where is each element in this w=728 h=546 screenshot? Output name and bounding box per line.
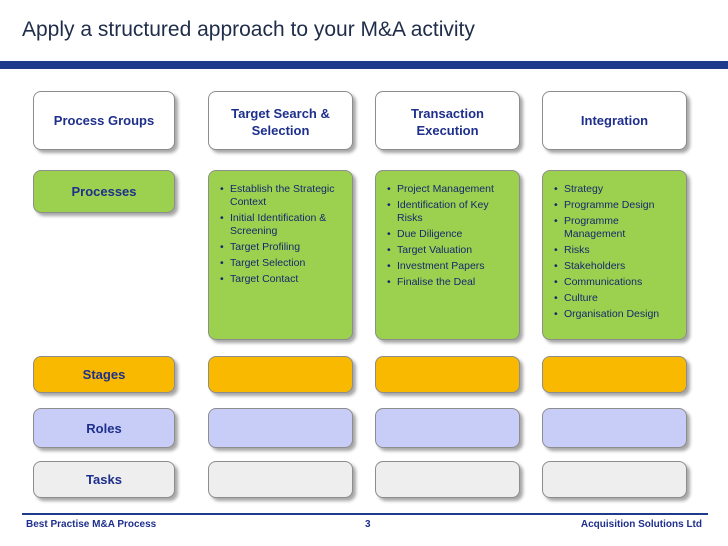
column-header-transaction-execution: Transaction Execution [375, 91, 520, 150]
row-label-tasks: Tasks [33, 461, 175, 498]
list-item: Finalise the Deal [382, 276, 513, 289]
list-item: Due Diligence [382, 228, 513, 241]
roles-cell-target-search [208, 408, 353, 448]
processes-target-search: Establish the Strategic Context Initial … [208, 170, 353, 340]
list-item: Risks [549, 244, 680, 257]
stages-cell-transaction-execution [375, 356, 520, 393]
row-label-stages-text: Stages [82, 367, 126, 382]
list-item: Strategy [549, 183, 680, 196]
stages-cell-target-search [208, 356, 353, 393]
column-header-target-search-text: Target Search & Selection [231, 106, 330, 138]
list-item: Establish the Strategic Context [215, 183, 346, 209]
row-label-roles: Roles [33, 408, 175, 448]
row-label-roles-text: Roles [86, 420, 122, 436]
list-item: Programme Design [549, 199, 680, 212]
list-item: Stakeholders [549, 260, 680, 273]
footer-left-text: Best Practise M&A Process [26, 519, 157, 530]
list-item: Organisation Design [549, 308, 680, 321]
list-item: Initial Identification & Screening [215, 212, 346, 238]
page-number: 3 [365, 519, 371, 530]
tasks-cell-integration [542, 461, 687, 498]
processes-transaction-execution: Project Management Identification of Key… [375, 170, 520, 340]
row-label-stages: Stages [33, 356, 175, 393]
list-item: Communications [549, 276, 680, 289]
processes-integration: Strategy Programme Design Programme Mana… [542, 170, 687, 340]
column-header-target-search: Target Search & Selection [208, 91, 353, 150]
row-label-processes-text: Processes [71, 184, 137, 199]
column-header-transaction-execution-text: Transaction Execution [411, 106, 484, 138]
row-label-processes: Processes [33, 170, 175, 213]
list-item: Programme Management [549, 215, 680, 241]
column-header-integration: Integration [542, 91, 687, 150]
stages-cell-integration [542, 356, 687, 393]
title-divider [0, 61, 728, 69]
row-label-process-groups-text: Process Groups [53, 113, 155, 128]
list-item: Project Management [382, 183, 513, 196]
row-label-tasks-text: Tasks [86, 472, 122, 487]
roles-cell-transaction-execution [375, 408, 520, 448]
list-item: Target Contact [215, 273, 346, 286]
tasks-cell-target-search [208, 461, 353, 498]
list-item: Culture [549, 292, 680, 305]
list-item: Target Profiling [215, 241, 346, 254]
footer-right-text: Acquisition Solutions Ltd [580, 519, 702, 530]
row-label-process-groups: Process Groups [33, 91, 175, 150]
tasks-cell-transaction-execution [375, 461, 520, 498]
roles-cell-integration [542, 408, 687, 448]
footer-divider [22, 513, 708, 515]
list-item: Identification of Key Risks [382, 199, 513, 225]
slide-title: Apply a structured approach to your M&A … [22, 18, 475, 41]
column-header-integration-text: Integration [580, 113, 649, 128]
list-item: Investment Papers [382, 260, 513, 273]
list-item: Target Selection [215, 257, 346, 270]
list-item: Target Valuation [382, 244, 513, 257]
